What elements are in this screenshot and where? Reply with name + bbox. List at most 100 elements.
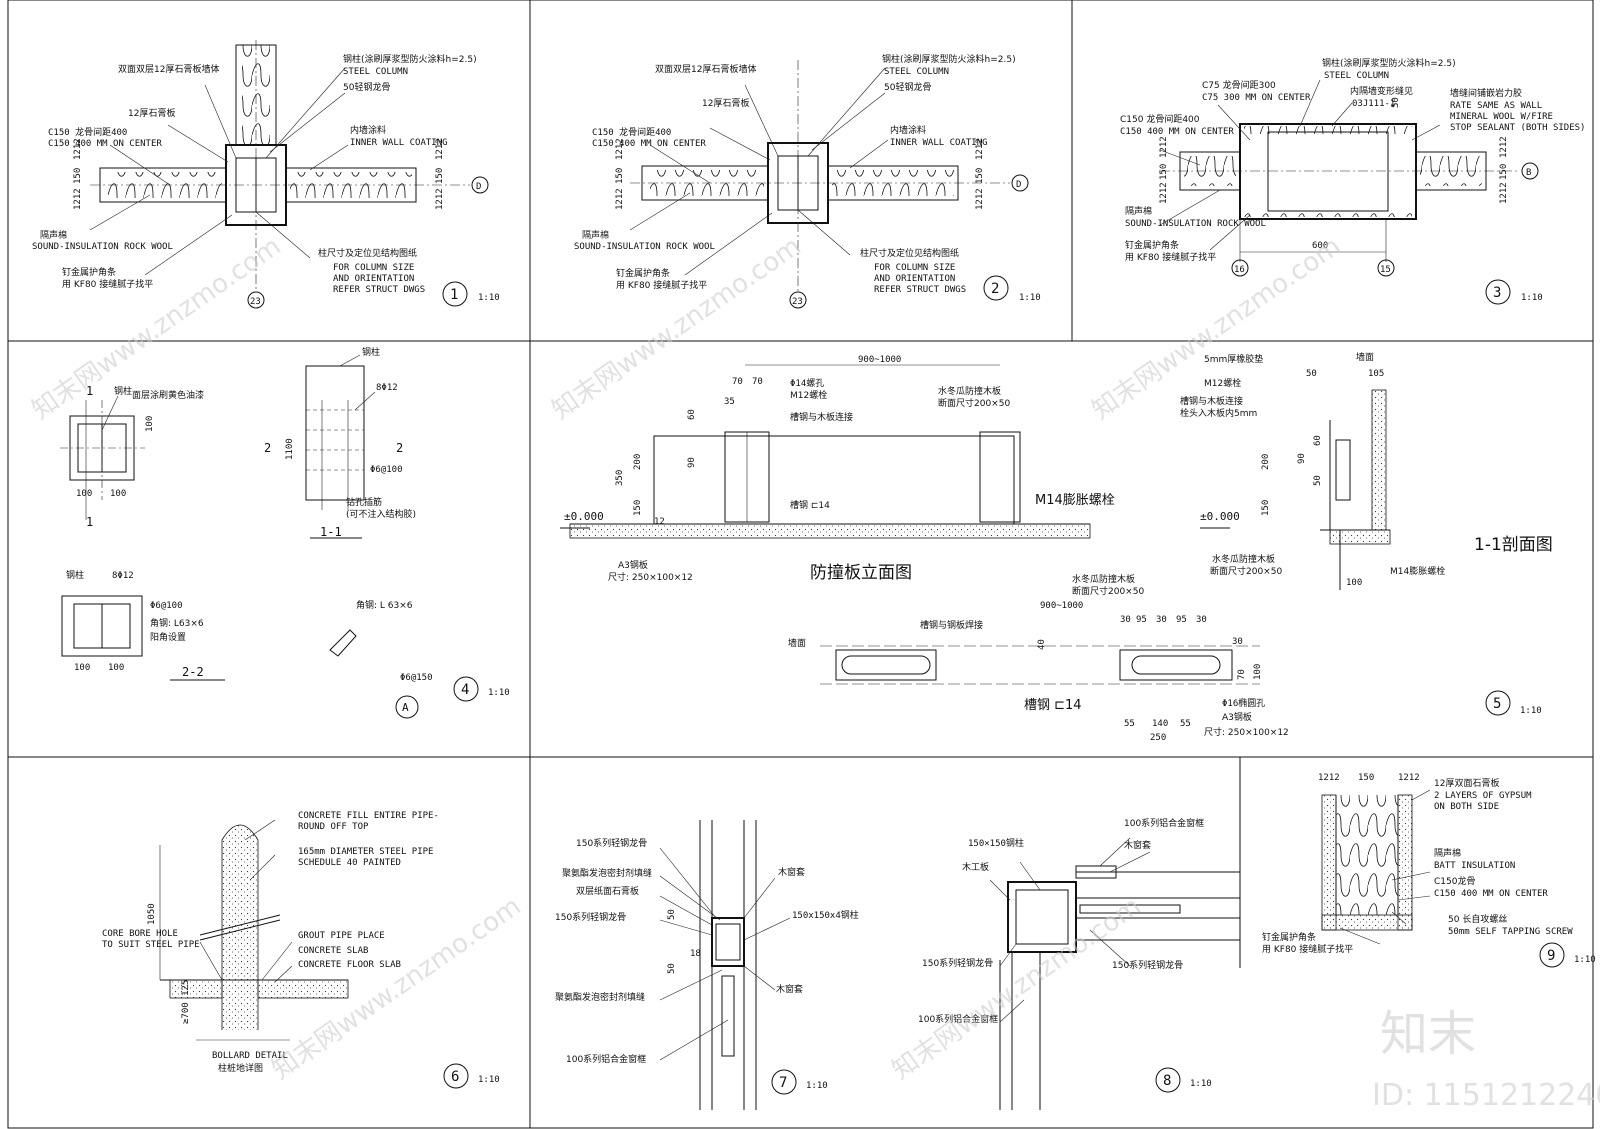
d5-plan-slot: Φ16椭圆孔 <box>1222 697 1265 709</box>
d6-label-round: ROUND OFF TOP <box>298 822 369 832</box>
d5-label-plank: 水冬瓜防撞木板 <box>938 385 1001 397</box>
d1-label-size-en2: AND ORIENTATION <box>333 274 414 284</box>
d6-label-fill: CONCRETE FILL ENTIRE PIPE- <box>298 811 439 821</box>
d5-label-hole: Φ14螺孔 <box>790 378 824 389</box>
d6-label-slab: CONCRETE SLAB <box>298 946 368 956</box>
d5-sec-bolthead: 栓头入木板内5mm <box>1180 407 1257 419</box>
d9-label-screw-en: 50mm SELF TAPPING SCREW <box>1448 927 1573 937</box>
d5-plan-dim-95b: 95 <box>1176 615 1187 625</box>
d5-plan-dim-30c: 30 <box>1196 615 1207 625</box>
d2-label-corner: 钉金属护角条 <box>616 267 670 279</box>
d2-label-putty: 用 KF80 接缝腻子找平 <box>616 279 707 291</box>
d8-label-board: 木工板 <box>962 861 989 873</box>
d2-label-size-en1: FOR COLUMN SIZE <box>874 263 955 273</box>
d3-label-column-en: STEEL COLUMN <box>1324 71 1389 81</box>
d5-dim-90: 90 <box>687 457 697 468</box>
d5-dim-span: 900~1000 <box>858 355 901 365</box>
d4-label-angle2: 角钢: L 63×6 <box>356 599 413 611</box>
d2-label-size: 柱尺寸及定位见结构图纸 <box>860 247 959 259</box>
d2-label-keel: 50轻钢龙骨 <box>884 81 931 93</box>
d4-label-angle1: 角钢: L63×6 <box>150 617 204 629</box>
detail-2 <box>629 60 1029 309</box>
d1-label-column: 钢柱(涂刷厚浆型防火涂料h=2.5) <box>343 53 477 65</box>
d3-dim-l3: 1212 <box>1159 182 1169 204</box>
d1-dim-l1: 1212 <box>73 138 83 160</box>
d9-label-putty: 用 KF80 接缝腻子找平 <box>1262 943 1353 955</box>
d5-sec-anchor: M14膨胀螺栓 <box>1390 565 1445 577</box>
d7-dim-50a: 50 <box>667 909 677 920</box>
d5-plan-dim-55a: 55 <box>1124 719 1135 729</box>
d4-label-drill-note: (可不注入结构胶) <box>346 508 416 520</box>
d9-label-gypsum-en1: 2 LAYERS OF GYPSUM <box>1434 791 1532 801</box>
d5-number: 5 <box>1493 696 1501 712</box>
d9-scale: 1:10 <box>1574 955 1596 965</box>
d2-dim-l3: 1212 <box>615 188 625 210</box>
d3-label-wool-en: SOUND-INSULATION ROCK WOOL <box>1125 219 1266 229</box>
d7-dim-18: 18 <box>690 949 701 959</box>
d1-number: 1 <box>450 287 458 303</box>
d7-label-casing1: 木窗套 <box>778 866 805 878</box>
d3-axis-v1: 16 <box>1234 265 1245 275</box>
d4-dim-a: 100 <box>76 489 92 499</box>
d4-callout: A <box>402 701 409 714</box>
d5-plan-wall: 墙面 <box>788 637 806 649</box>
d5-plan-plate: A3钢板 <box>1222 711 1252 723</box>
d6-label-sched: SCHEDULE 40 PAINTED <box>298 858 401 868</box>
d4-dim-c: 100 <box>145 416 155 432</box>
d1-dim-l3: 1212 <box>73 188 83 210</box>
d2-dim-r2: 150 <box>975 168 985 184</box>
d2-number: 2 <box>991 281 999 297</box>
d5-dim-12: 12 <box>654 517 665 527</box>
d3-dim-r2: 150 <box>1499 164 1509 180</box>
d4-dim-e: 100 <box>108 663 124 673</box>
d3-label-c150-en: C150 400 MM ON CENTER <box>1120 127 1234 137</box>
d5-plan-dim-100: 100 <box>1253 664 1263 680</box>
d9-number: 9 <box>1547 948 1555 964</box>
d3-dim-600: 600 <box>1312 241 1328 251</box>
detail-8 <box>989 837 1240 1110</box>
detail-7 <box>659 820 797 1110</box>
d2-axis-v: 23 <box>792 297 803 307</box>
watermark-logo: 知末 <box>1380 1006 1476 1062</box>
d1-scale: 1:10 <box>478 293 500 303</box>
detail-9 <box>1321 789 1565 968</box>
d2-label-wool: 隔声棉 <box>582 229 609 241</box>
d1-label-wall: 双面双层12厚石膏板墙体 <box>118 63 219 75</box>
d5-dim-150: 150 <box>633 500 643 516</box>
d8-label-column: 150×150钢柱 <box>968 837 1024 849</box>
d5-sec-dim-100: 100 <box>1346 578 1362 588</box>
d1-label-keel: 50轻钢龙骨 <box>343 81 390 93</box>
d3-label-column: 钢柱(涂刷厚浆型防火涂料h=2.5) <box>1322 57 1456 69</box>
d1-label-putty: 用 KF80 接缝腻子找平 <box>62 278 153 290</box>
d4-label-column2: 钢柱 <box>362 346 380 358</box>
d2-label-wool-en: SOUND-INSULATION ROCK WOOL <box>574 242 715 252</box>
d6-label-suit: TO SUIT STEEL PIPE <box>102 940 200 950</box>
d1-label-wool: 隔声棉 <box>40 229 67 241</box>
d6-label-core: CORE BORE HOLE <box>102 929 178 939</box>
d8-label-keel1: 150系列轻钢龙骨 <box>922 957 993 969</box>
d5-label-plank-size: 断面尺寸200×50 <box>938 397 1010 409</box>
d9-label-corner: 钉金属护角条 <box>1262 931 1316 943</box>
d3-dim-r1: 1212 <box>1499 136 1509 158</box>
d6-dim-1050: 1050 <box>147 903 157 925</box>
d3-label-c75-en: C75 300 MM ON CENTER <box>1202 93 1311 103</box>
d1-label-wool-en: SOUND-INSULATION ROCK WOOL <box>32 242 173 252</box>
d5-title-section: 1-1剖面图 <box>1474 535 1553 555</box>
d5-dim-350: 350 <box>615 470 625 486</box>
d5-plan-span: 900~1000 <box>1040 601 1083 611</box>
d5-plan-dim-40: 40 <box>1037 639 1047 650</box>
d5-sec-dim-200: 200 <box>1261 454 1271 470</box>
d1-label-size-en3: REFER STRUCT DWGS <box>333 285 425 295</box>
d5-sec-dim-60: 60 <box>1313 435 1323 446</box>
d5-dim-200: 200 <box>633 454 643 470</box>
d5-dim-60: 60 <box>687 409 697 420</box>
d3-axis-h: B <box>1526 168 1531 178</box>
d5-plan-weld: 槽钢与钢板焊接 <box>920 619 983 631</box>
d5-plan-dim-30d: 30 <box>1232 637 1243 647</box>
d3-label-c75: C75 龙骨间距300 <box>1202 79 1276 91</box>
d5-label-plate-size: 尺寸: 250×100×12 <box>608 571 693 583</box>
d3-number: 3 <box>1493 285 1501 301</box>
d2-dim-r3: 1212 <box>975 188 985 210</box>
d3-dim-50: 50 <box>1391 97 1401 108</box>
